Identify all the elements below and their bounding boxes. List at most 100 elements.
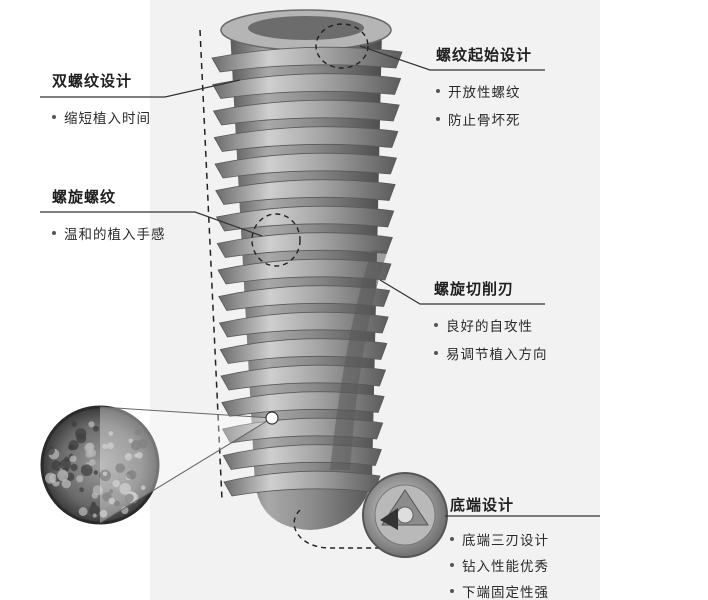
implant-bore — [248, 16, 364, 40]
surface-pore — [102, 471, 108, 477]
surface-pore — [120, 506, 129, 515]
surface-pore — [79, 487, 84, 493]
surface-pore — [112, 479, 120, 488]
surface-pore — [59, 458, 71, 471]
annotation-item: 钻入性能优秀 — [450, 555, 549, 575]
annotation-item: 下端固定性强 — [450, 581, 549, 600]
annotation-thread-start: 螺纹起始设计 开放性螺纹 防止骨坏死 — [436, 44, 532, 129]
bullet-icon — [436, 89, 440, 93]
thread-ridge — [219, 338, 388, 364]
bullet-icon — [450, 537, 454, 541]
annotation-item: 防止骨坏死 — [436, 109, 532, 129]
thread-ridge — [215, 205, 395, 232]
surface-pore — [45, 446, 55, 456]
implant-body — [211, 9, 403, 530]
surface-pore — [76, 475, 84, 483]
surface-pore — [136, 451, 143, 459]
surface-pore — [90, 501, 96, 507]
annotation-title: 底端设计 — [450, 496, 515, 514]
surface-pore — [88, 421, 95, 428]
cutting-flute — [330, 250, 388, 470]
thread-ridge — [218, 311, 389, 338]
annotation-item: 缩短植入时间 — [52, 107, 151, 127]
annotation-spiral-cutting: 螺旋切削刃 良好的自攻性 易调节植入方向 — [434, 278, 548, 363]
surface-pore — [108, 497, 115, 505]
surface-pore — [109, 489, 114, 494]
thread-ridge — [214, 152, 398, 179]
annotation-title: 螺纹起始设计 — [436, 46, 533, 64]
thread-ridge — [216, 232, 393, 258]
surface-pore — [71, 421, 78, 427]
annotation-item-text: 易调节植入方向 — [446, 347, 548, 363]
apex-bottom-view — [362, 472, 448, 558]
surface-pore — [125, 493, 134, 503]
bullet-icon — [52, 231, 56, 235]
surface-texture-zoom — [40, 405, 279, 525]
annotation-apex-design: 底端设计 底端三刃设计 钻入性能优秀 下端固定性强 — [450, 494, 549, 600]
bullet-icon — [450, 589, 454, 593]
annotation-item: 良好的自攻性 — [434, 315, 548, 335]
annotation-item-text: 防止骨坏死 — [448, 113, 521, 129]
surface-pore — [69, 455, 77, 463]
thread-ridge — [215, 179, 396, 205]
surface-pore — [119, 483, 131, 495]
annotation-item: 底端三刃设计 — [450, 529, 549, 549]
annotation-item-text: 温和的植入手感 — [64, 227, 166, 243]
surface-pore — [76, 433, 87, 444]
thread-ridge — [212, 99, 400, 126]
leader-lines — [40, 45, 600, 517]
surface-pore — [108, 431, 114, 436]
surface-pore — [92, 513, 97, 518]
focus-arc-apex — [293, 509, 380, 549]
surface-pore — [68, 444, 73, 450]
bullet-icon — [450, 563, 454, 567]
bullet-icon — [434, 323, 438, 327]
surface-pore — [115, 463, 126, 473]
surface-pore — [61, 479, 71, 489]
leader-double-thread — [40, 79, 241, 98]
surface-pore — [130, 440, 142, 451]
surface-pore — [91, 492, 99, 499]
surface-pore — [99, 509, 108, 518]
annotation-item-text: 钻入性能优秀 — [462, 559, 549, 575]
surface-pore — [114, 500, 120, 507]
surface-pore — [93, 470, 99, 475]
surface-pore — [78, 507, 88, 516]
annotation-double-thread: 双螺纹设计 缩短植入时间 — [52, 70, 151, 127]
annotation-item-text: 缩短植入时间 — [64, 111, 151, 127]
annotation-item-text: 底端三刃设计 — [462, 533, 549, 549]
surface-pore — [134, 428, 142, 436]
leader-spiral-thread — [40, 211, 263, 237]
annotation-title: 螺旋螺纹 — [52, 188, 117, 206]
surface-pore — [107, 442, 114, 450]
leader-spiral-cutting — [379, 279, 545, 305]
bullet-icon — [52, 115, 56, 119]
surface-pore — [93, 425, 99, 432]
annotation-title: 螺旋切削刃 — [434, 280, 515, 298]
surface-pore — [80, 464, 93, 477]
thread-ridge — [212, 73, 402, 99]
surface-pore — [51, 460, 62, 471]
surface-pore — [85, 450, 93, 458]
annotation-item: 温和的植入手感 — [52, 223, 166, 243]
thread-ridge — [213, 126, 399, 152]
annotation-spiral-thread: 螺旋螺纹 温和的植入手感 — [52, 186, 166, 243]
surface-pore — [70, 463, 78, 472]
annotation-item: 易调节植入方向 — [434, 343, 548, 363]
thread-ridge — [218, 285, 391, 311]
annotation-item-text: 良好的自攻性 — [446, 319, 533, 335]
thread-ridge — [217, 258, 392, 285]
thread-ridge — [211, 46, 403, 73]
surface-pore — [124, 453, 133, 461]
surface-pore — [126, 471, 134, 479]
surface-pore — [140, 485, 146, 491]
bullet-icon — [434, 351, 438, 355]
surface-pore — [84, 443, 94, 453]
annotation-item-text: 下端固定性强 — [462, 585, 549, 600]
bullet-icon — [436, 117, 440, 121]
annotation-title: 双螺纹设计 — [52, 72, 133, 90]
surface-pore — [88, 504, 100, 516]
focus-circle-thread-start — [315, 23, 369, 69]
